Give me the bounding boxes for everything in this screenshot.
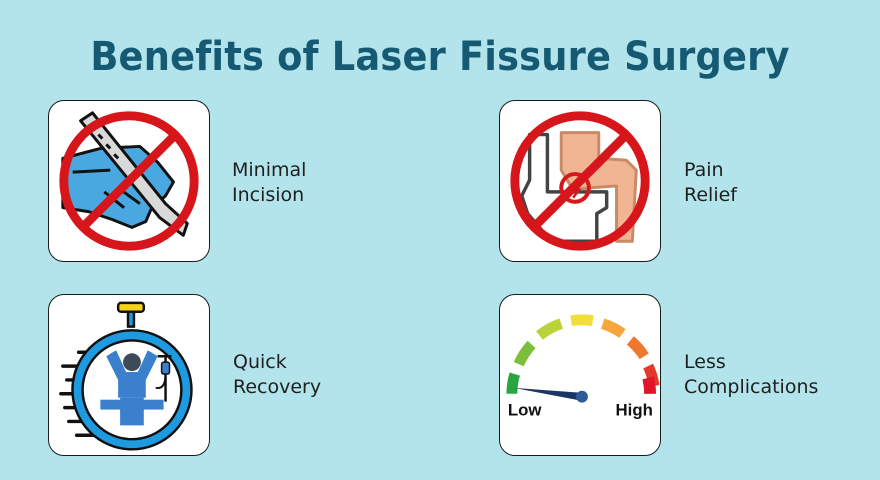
gauge-low-icon: Low High: [506, 314, 660, 419]
page-title: Benefits of Laser Fissure Surgery: [90, 34, 790, 80]
benefit-label-less-complications: Less Complications: [684, 351, 819, 398]
no-pain-toilet-icon: [510, 111, 650, 251]
benefit-label-minimal-incision: Minimal Incision: [232, 159, 307, 206]
benefit-label-pain-relief: Pain Relief: [684, 159, 737, 206]
benefit-card-minimal-incision: [48, 100, 210, 262]
stopwatch-patient-icon: [59, 301, 193, 451]
benefit-card-less-complications: Low High: [499, 294, 661, 456]
benefit-label-quick-recovery: Quick Recovery: [233, 351, 322, 398]
gauge-high-label: High: [616, 400, 653, 419]
benefit-card-pain-relief: [499, 100, 661, 262]
no-scalpel-icon: [59, 111, 199, 251]
gauge-low-label: Low: [508, 400, 543, 419]
benefit-card-quick-recovery: [48, 294, 210, 456]
